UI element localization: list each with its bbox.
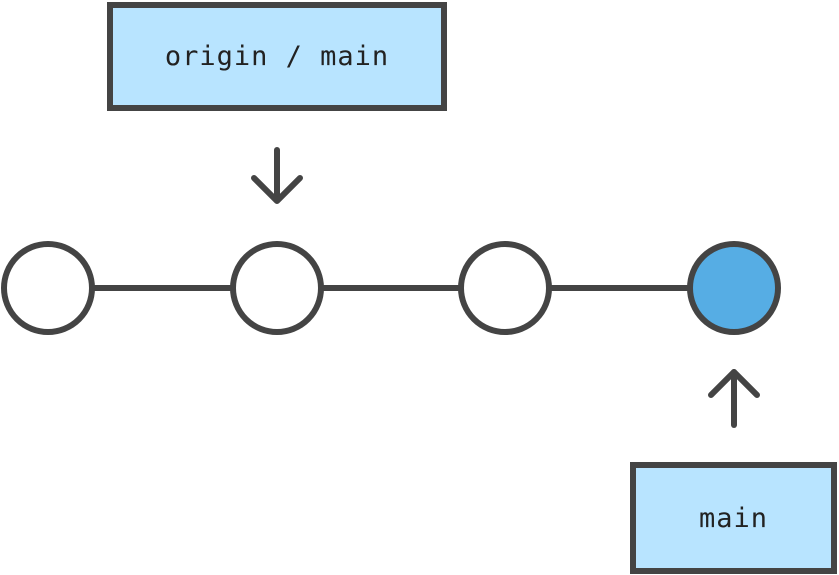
arrow-up-icon (708, 369, 760, 428)
remote-branch-label: origin / main (164, 41, 390, 72)
remote-branch-label-box: origin / main (107, 2, 447, 111)
commit-node-3 (458, 241, 552, 335)
local-branch-label: main (698, 502, 769, 534)
local-branch-label-box: main (630, 462, 837, 574)
commit-node-4 (687, 241, 781, 335)
commit-node-1 (1, 241, 95, 335)
commit-node-2 (230, 241, 324, 335)
arrow-down-icon (251, 147, 303, 204)
